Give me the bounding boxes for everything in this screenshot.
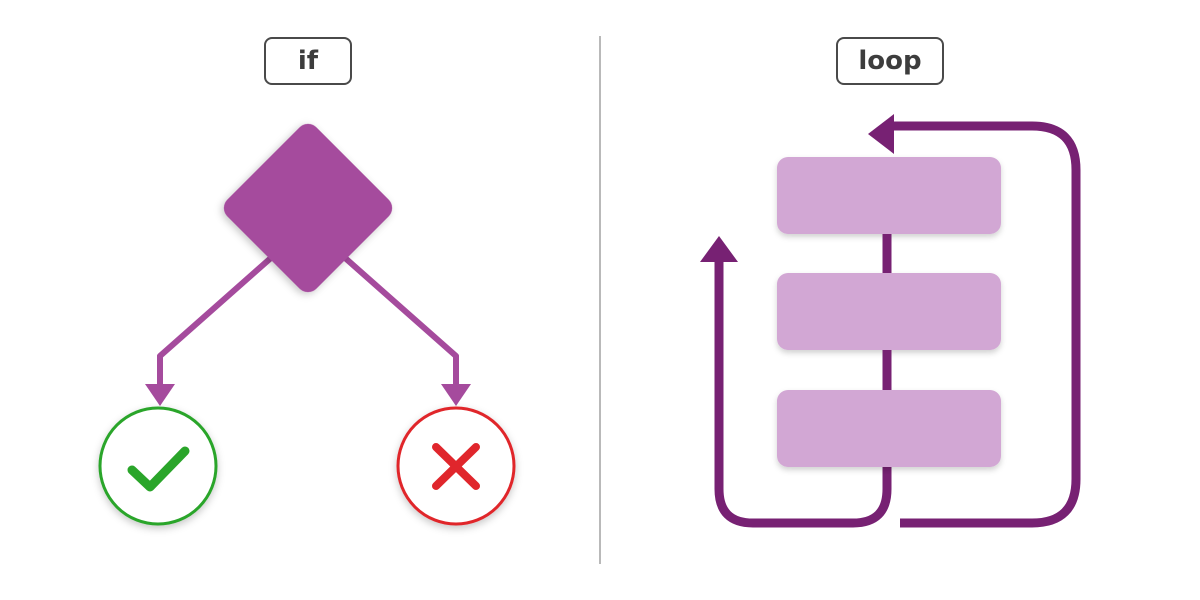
if-panel: if [98,37,516,526]
outer-loop-arrow [890,121,1081,528]
false-branch-connector [342,254,459,388]
loop-panel: loop [600,0,1200,600]
loop-diagram [700,114,1081,528]
outer-loop-arrowhead [868,114,894,154]
loop-block-1 [777,157,1001,234]
true-branch-connector [157,254,274,388]
check-icon [127,446,190,492]
loop-block-2 [777,273,1001,350]
if-label: if [264,37,352,85]
true-branch-arrowhead [145,384,175,406]
false-outcome [396,406,516,526]
section-divider [599,36,601,564]
inner-loop-arrowhead [700,236,738,262]
if-diagram [98,123,516,526]
decision-diamond [223,123,393,293]
loop-block-3 [777,390,1001,467]
inner-loop-arrow [714,222,892,528]
loop-label: loop [836,37,944,85]
cross-icon [432,443,480,490]
false-branch-arrowhead [441,384,471,406]
true-outcome [98,406,218,526]
